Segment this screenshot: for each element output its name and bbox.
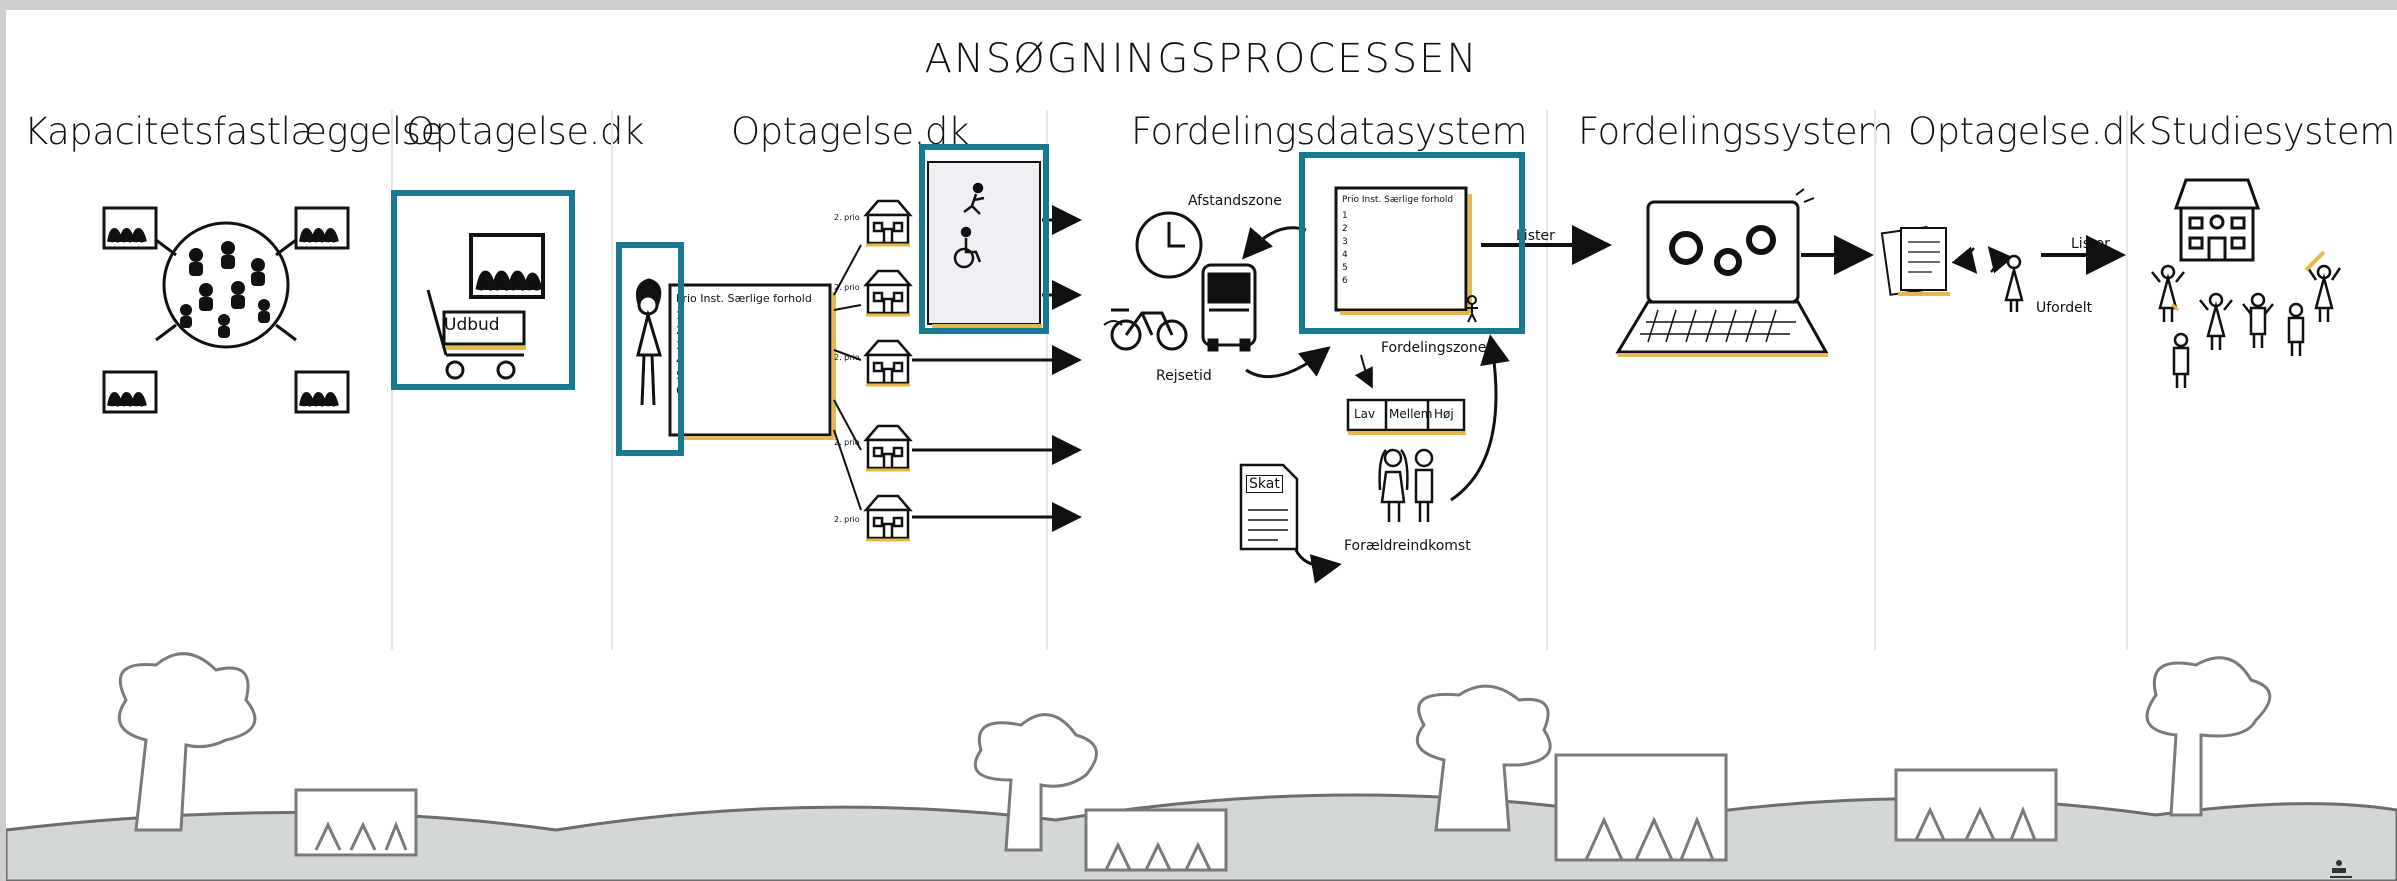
school-prio-label: 2. prio [834, 438, 860, 447]
cart-icon [426, 233, 545, 380]
distance-sheet [1334, 186, 1472, 315]
col-header-studiesystemer: Studiesystemer [2149, 110, 2397, 153]
running-person-icon [963, 182, 985, 215]
prio-header-1: Prio Inst. Særlige forhold [676, 292, 812, 305]
crown-logo-icon [2330, 860, 2352, 878]
prio-number: 4 [1342, 250, 1348, 260]
fordelingszone-label: Fordelingszone [1381, 340, 1487, 356]
prio-number: 2 [1342, 224, 1348, 234]
school-building-icon [2173, 178, 2261, 262]
applicant-girl-icon [635, 278, 663, 406]
person-icon [1466, 295, 1478, 323]
laptop-gears-icon [1615, 188, 1829, 357]
column-divider [1546, 110, 1548, 650]
rejsetid-label: Rejsetid [1156, 368, 1212, 384]
prio-number: 1 [1342, 211, 1348, 221]
school-prio-label: 2. prio [834, 213, 860, 222]
capacity-circle-icon [155, 221, 297, 349]
school-branch-lines [833, 244, 862, 511]
income-medium-label: Mellem [1389, 407, 1433, 421]
foraeldreindkomst-label: Forældreindkomst [1344, 538, 1471, 554]
income-high-label: Høj [1434, 407, 1454, 421]
refresh-arrows-icon [1951, 246, 2014, 274]
col-header-fordelingsdatasystem: Fordelingsdatasystem [1131, 110, 1528, 153]
process-board: ANSØGNINGSPROCESSEN Kapacitetsfastlæggel… [6, 10, 2397, 881]
lister-label-2: Lister [2071, 236, 2110, 252]
special-needs-card [927, 161, 1042, 328]
prio-number: 5 [1342, 263, 1348, 273]
lister-label-1: Lister [1516, 228, 1555, 244]
highlight-box-applicant [616, 242, 684, 456]
flow-arrows [912, 205, 1082, 532]
afstandszone-label: Afstandszone [1188, 193, 1282, 209]
school-prio-label: 2. prio [834, 515, 860, 524]
income-table [1346, 398, 1466, 435]
col-header-kapacitet: Kapacitetsfastlæggelse [24, 110, 443, 153]
col-header-optagelse-1: Optagelse.dk [406, 110, 644, 153]
column-divider [611, 110, 613, 650]
trees-icon [117, 652, 2272, 852]
column-divider [2126, 110, 2128, 650]
col-header-optagelse-3: Optagelse.dk [1908, 110, 2146, 153]
school-prio-label: 2. prio [834, 283, 860, 292]
students-icon [2151, 250, 2342, 388]
income-low-label: Lav [1354, 407, 1376, 421]
clock-icon [1135, 211, 1203, 279]
highlight-box-fordelingsdata [1299, 152, 1525, 334]
documents-icon [1880, 225, 1950, 296]
udbud-label: Udbud [444, 315, 500, 335]
bus-icon [1201, 263, 1257, 352]
highlight-box-special-needs [919, 144, 1049, 334]
bicycle-icon [1103, 308, 1188, 351]
priority-list-sheet [668, 283, 836, 440]
school-icon [863, 199, 913, 542]
skat-label: Skat [1246, 475, 1283, 493]
unassigned-person-icon [2004, 254, 2024, 312]
sketch-drawing [6, 161, 2397, 881]
parents-icon [1378, 448, 1434, 522]
col-header-fordelingssystem: Fordelingssystem [1578, 110, 1893, 153]
highlight-box-udbud [391, 190, 575, 390]
classroom-icon [102, 206, 350, 414]
column-divider [1874, 110, 1876, 650]
prio-number-column-2: 1 2 3 4 5 6 [1342, 210, 1348, 288]
page-title: ANSØGNINGSPROCESSEN [924, 36, 1479, 82]
buildings-sketch [294, 753, 2058, 872]
column-divider [1046, 110, 1048, 650]
wheelchair-icon [953, 226, 982, 269]
school-prio-label: 2. prio [834, 353, 860, 362]
prio-number: 3 [1342, 237, 1348, 247]
prio-number: 6 [1342, 276, 1348, 286]
ufordelt-label: Ufordelt [2036, 300, 2093, 316]
prio-header-2: Prio Inst. Særlige forhold [1342, 195, 1454, 205]
